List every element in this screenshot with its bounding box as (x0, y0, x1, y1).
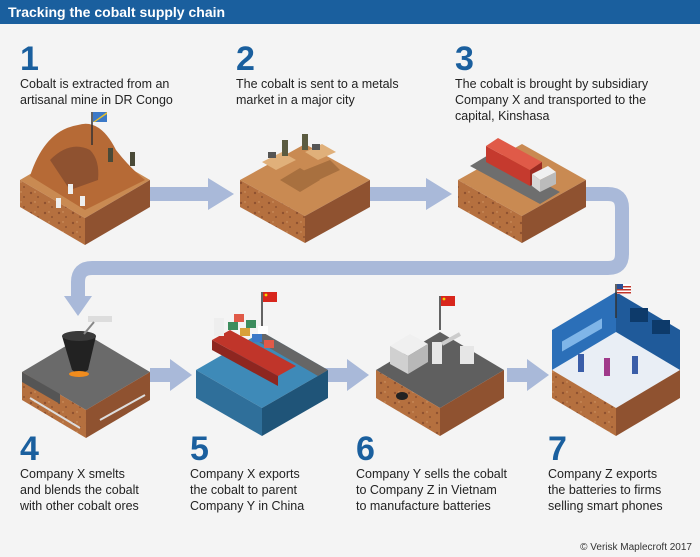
customer-icon (632, 356, 638, 374)
flag-china-icon (441, 296, 455, 306)
arrow-1-to-2 (150, 178, 234, 210)
step-4-line-2: and blends the cobalt (20, 483, 139, 497)
step-3-line-1: The cobalt is brought by subsidiary (455, 77, 649, 91)
factory-illustration (376, 296, 504, 436)
miner-icon (80, 196, 85, 206)
step-5-number: 5 (190, 430, 209, 468)
molten-metal-icon (69, 371, 89, 377)
arrow-4-to-5 (150, 359, 192, 391)
step-7-number: 7 (548, 430, 567, 468)
miner-icon (68, 184, 73, 194)
arrow-5-to-6 (325, 359, 369, 391)
truck-cab-icon (532, 174, 540, 192)
customer-icon (578, 354, 584, 372)
phone-store-illustration (552, 284, 680, 436)
pipe-icon (396, 392, 408, 400)
smelter-illustration (22, 316, 150, 438)
step-7-line-2: the batteries to firms (548, 483, 662, 497)
crane-icon (88, 316, 112, 322)
arrow-2-to-3 (370, 178, 452, 210)
truck-illustration (458, 138, 586, 243)
flag-china-icon (263, 292, 277, 302)
step-3-line-2: Company X and transported to the (455, 93, 647, 107)
laptop-icon (312, 144, 320, 150)
shipping-container-icon (486, 146, 530, 186)
step-5-line-1: Company X exports (190, 467, 300, 481)
step-2-line-2: market in a major city (236, 93, 355, 107)
step-2-line-1: The cobalt is sent to a metals (236, 77, 399, 91)
step-4-line-3: with other cobalt ores (20, 499, 139, 513)
market-illustration (240, 134, 370, 243)
arrow-6-to-7 (507, 359, 549, 391)
step-4-line-1: Company X smelts (20, 467, 125, 481)
step-1-number: 1 (20, 40, 39, 78)
step-5-description: Company X exports the cobalt to parent C… (190, 466, 350, 514)
mine-illustration (20, 112, 150, 245)
step-7-description: Company Z exports the batteries to firms… (548, 466, 698, 514)
step-7-line-3: selling smart phones (548, 499, 663, 513)
step-7-line-1: Company Z exports (548, 467, 658, 481)
copyright-credit: © Verisk Maplecroft 2017 (580, 542, 692, 553)
step-4-description: Company X smelts and blends the cobalt w… (20, 466, 180, 514)
step-2-description: The cobalt is sent to a metals market in… (236, 76, 436, 108)
step-6-line-1: Company Y sells the cobalt (356, 467, 508, 481)
miner-icon (108, 148, 113, 162)
step-3-number: 3 (455, 40, 474, 78)
step-1-line-1: Cobalt is extracted from an (20, 77, 170, 91)
battery-machine-icon (390, 334, 428, 356)
step-5-line-2: the cobalt to parent (190, 483, 298, 497)
robot-arm-icon (432, 342, 442, 364)
step-2-number: 2 (236, 40, 255, 78)
step-1-description: Cobalt is extracted from an artisanal mi… (20, 76, 220, 108)
display-screen-icon (652, 320, 670, 334)
crucible-icon (62, 331, 96, 373)
step-6-line-2: to Company Z in Vietnam (356, 483, 497, 497)
title-bar: Tracking the cobalt supply chain (0, 0, 700, 24)
step-1-line-2: artisanal mine in DR Congo (20, 93, 173, 107)
page-title: Tracking the cobalt supply chain (8, 4, 226, 20)
trader-icon (282, 140, 288, 156)
step-6-line-3: to manufacture batteries (356, 499, 491, 513)
miner-icon (56, 198, 61, 208)
step-6-number: 6 (356, 430, 375, 468)
step-3-description: The cobalt is brought by subsidiary Comp… (455, 76, 685, 124)
ship-illustration (196, 292, 328, 436)
step-3-line-3: capital, Kinshasa (455, 109, 550, 123)
miner-icon (130, 152, 135, 166)
step-6-description: Company Y sells the cobalt to Company Z … (356, 466, 536, 514)
display-screen-icon (630, 308, 648, 322)
customer-icon (604, 358, 610, 376)
step-5-line-3: Company Y in China (190, 499, 305, 513)
trader-icon (302, 134, 308, 150)
step-4-number: 4 (20, 430, 39, 468)
laptop-icon (268, 152, 276, 158)
container-ship-hull-icon (212, 330, 296, 376)
arrow-3-to-4 (64, 187, 629, 316)
